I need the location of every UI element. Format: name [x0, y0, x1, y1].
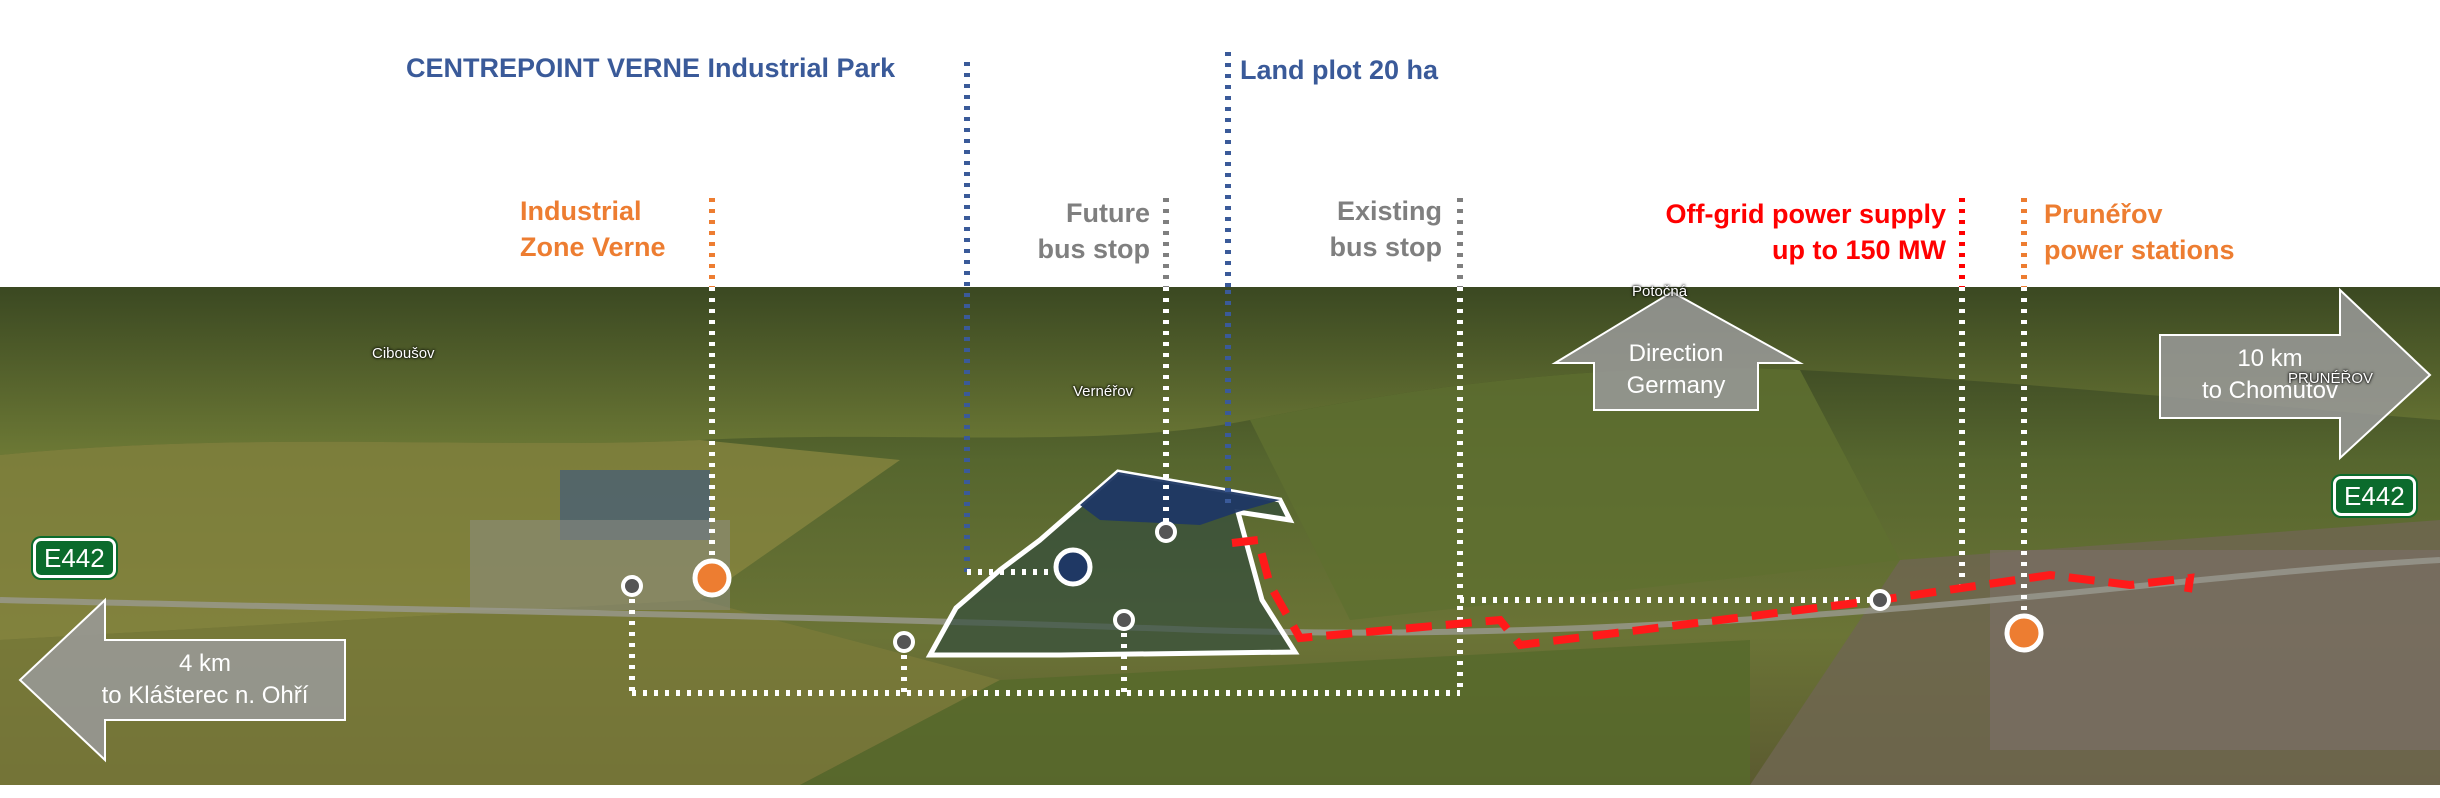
park-center-marker [1053, 547, 1093, 587]
bus-stop-marker [893, 631, 915, 653]
right-arrow-destination: to Chomutov [2201, 377, 2339, 404]
power-stations-line2: power stations [2044, 235, 2235, 265]
bus-stop-marker [621, 575, 643, 597]
existing-bus-stop-marker [1869, 589, 1891, 611]
park-label: CENTREPOINT VERNE Industrial Park [406, 53, 896, 83]
industrial-zone-marker [692, 558, 732, 598]
left-arrow-destination: to Klášterec n. Ohří [101, 682, 309, 709]
bus-stop-marker [1113, 609, 1135, 631]
existing-bus-stop-line1: Existing [1336, 196, 1442, 226]
existing-bus-stop-line2: bus stop [1329, 232, 1443, 262]
place-vernerov: Vernéřov [1073, 383, 1134, 400]
industrial-zone-label-line1: Industrial [520, 196, 642, 226]
up-arrow-line2: Germany [1626, 372, 1726, 399]
power-stations-label: Prunéřov power stations [2044, 196, 2235, 268]
industrial-zone-label-line2: Zone Verne [520, 232, 666, 262]
road-sign-e442-left: E442 [33, 538, 116, 578]
off-grid-power-label: Off-grid power supply up to 150 MW [1600, 196, 1947, 268]
power-stations-line1: Prunéřov [2044, 199, 2163, 229]
industrial-zone-label: Industrial Zone Verne [520, 193, 698, 265]
future-bus-stop-line1: Future [1066, 198, 1150, 228]
future-bus-stop-label: Future bus stop [1000, 195, 1151, 267]
right-arrow-distance: 10 km [2237, 345, 2303, 372]
power-line-route [1231, 535, 2195, 650]
left-direction-arrow [18, 597, 346, 763]
future-bus-stop-marker [1155, 521, 1177, 543]
place-cibousov: Ciboušov [372, 345, 435, 362]
up-arrow-line1: Direction [1628, 340, 1724, 367]
place-potocna: Potočná [1632, 283, 1688, 300]
existing-bus-stop-label: Existing bus stop [1290, 193, 1443, 265]
power-station-marker [2004, 613, 2044, 653]
left-arrow-text: 4 km to Klášterec n. Ohří [60, 648, 350, 712]
land-plot-label: Land plot 20 ha [1240, 55, 1439, 85]
road-sign-e442-right: E442 [2333, 476, 2416, 516]
future-bus-stop-line2: bus stop [1037, 234, 1151, 264]
right-direction-arrow [2159, 287, 2432, 461]
left-arrow-distance: 4 km [178, 650, 231, 677]
up-arrow-text: Direction Germany [1594, 338, 1758, 402]
off-grid-power-line2: up to 150 MW [1772, 235, 1946, 265]
right-arrow-text: 10 km to Chomutov [2165, 343, 2375, 407]
land-plot-area [1080, 472, 1280, 525]
off-grid-power-line1: Off-grid power supply [1665, 199, 1947, 229]
place-prunerov: PRUNÉŘOV [2288, 370, 2374, 387]
up-direction-arrow [1551, 290, 1804, 411]
